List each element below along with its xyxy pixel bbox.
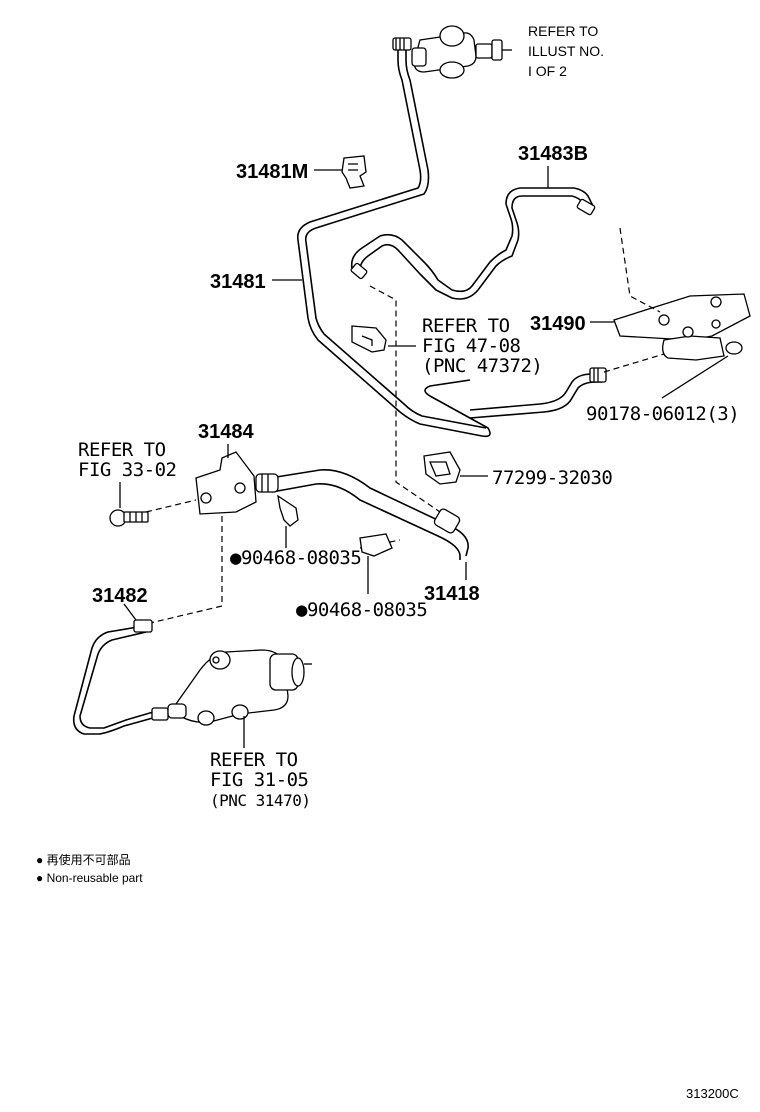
- bolt-fig-33-02: [109, 482, 149, 527]
- release-cylinder: [167, 649, 312, 748]
- clamp-77299: [423, 451, 488, 485]
- svg-text:REFER TO: REFER TO: [528, 23, 598, 39]
- reference-illust-no: REFER TO ILLUST NO. I OF 2: [528, 23, 604, 79]
- svg-text:FIG 31-05: FIG 31-05: [210, 769, 308, 791]
- clamp-31481m: [314, 155, 367, 189]
- nut-90178: [725, 341, 743, 355]
- tube-fitting: [392, 37, 412, 51]
- master-cylinder-part: [411, 25, 512, 79]
- part-number-31481m: 31481M: [236, 161, 308, 183]
- hose-end-fitting: [255, 473, 279, 493]
- clutch-tube-31481: [296, 37, 491, 438]
- part-number-31490: 31490: [530, 313, 586, 335]
- tube-fitting: [151, 707, 169, 721]
- svg-text:I OF 2: I OF 2: [528, 63, 567, 79]
- tube-fitting: [350, 262, 368, 280]
- tube-fitting: [133, 619, 153, 633]
- tube-fitting: [576, 198, 596, 216]
- bracket-31490: [590, 293, 751, 361]
- svg-text:(PNC 31470): (PNC 31470): [210, 791, 310, 810]
- part-number-31482: 31482: [92, 585, 148, 607]
- svg-text:REFER TO: REFER TO: [78, 439, 166, 461]
- part-number-31481: 31481: [210, 271, 266, 293]
- part-number-77299: 77299-32030: [492, 467, 612, 489]
- reference-fig-33-02: REFER TO FIG 33-02: [78, 439, 177, 481]
- leader-90178: [661, 355, 729, 399]
- bracket-31484: [195, 444, 257, 515]
- hose-31418: [255, 469, 469, 580]
- part-number-31484: 31484: [198, 421, 254, 443]
- svg-text:FIG 33-02: FIG 33-02: [78, 459, 176, 481]
- part-number-31483b: 31483B: [518, 143, 588, 165]
- part-number-90178: 90178-06012(3): [586, 403, 739, 425]
- legend-jp: ● 再使用不可部品: [36, 852, 131, 867]
- clip-47372: [351, 325, 416, 353]
- svg-text:(PNC 47372): (PNC 47372): [422, 355, 542, 377]
- part-number-90468-lower: ●90468-08035: [296, 599, 427, 621]
- part-number-90468-upper: ●90468-08035: [230, 547, 361, 569]
- svg-text:FIG 47-08: FIG 47-08: [422, 335, 521, 357]
- tube-31483b: [350, 187, 596, 300]
- tube-31482: [72, 603, 169, 735]
- svg-text:ILLUST NO.: ILLUST NO.: [528, 43, 604, 59]
- reference-fig-47-08: REFER TO FIG 47-08 (PNC 47372): [422, 315, 543, 377]
- reference-fig-31-05: REFER TO FIG 31-05 (PNC 31470): [210, 749, 311, 810]
- clip-90468-upper: [277, 494, 299, 548]
- part-number-31418: 31418: [424, 583, 480, 605]
- clip-90468-lower: [359, 533, 393, 594]
- tube-to-bracket: [469, 367, 607, 419]
- svg-text:REFER TO: REFER TO: [422, 315, 510, 337]
- hose-end-fitting: [433, 508, 461, 534]
- figure-code: 313200C: [686, 1086, 739, 1101]
- legend: ● 再使用不可部品 ● Non-reusable part: [36, 852, 143, 885]
- legend-en: ● Non-reusable part: [36, 871, 143, 885]
- svg-text:REFER TO: REFER TO: [210, 749, 298, 771]
